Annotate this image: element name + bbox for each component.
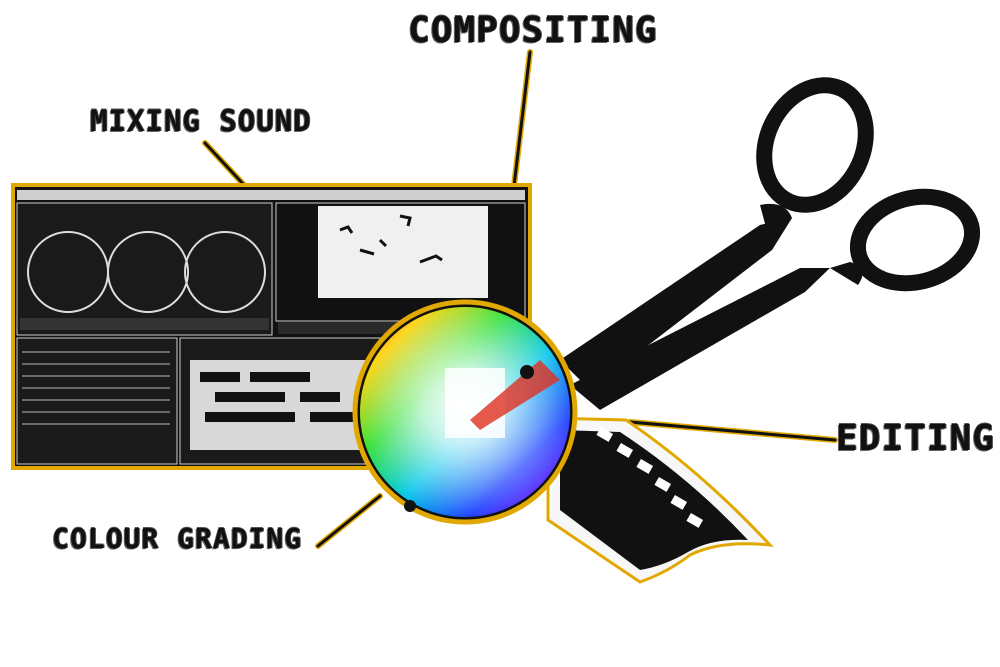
audio-controls bbox=[20, 318, 269, 330]
audio-monitor-panel bbox=[16, 202, 273, 336]
wheel-picker-dot-2 bbox=[404, 500, 416, 512]
colour-wheel-icon bbox=[352, 299, 578, 525]
label-compositing: COMPOSITING bbox=[408, 10, 658, 51]
scissors-icon bbox=[560, 77, 981, 410]
film-perforations bbox=[596, 427, 704, 528]
wheel-picker-dot bbox=[520, 365, 534, 379]
label-colour-grading: COLOUR GRADING bbox=[52, 522, 303, 555]
label-editing: EDITING bbox=[836, 418, 995, 459]
compositing-leader-ink bbox=[512, 50, 532, 188]
editor-title-bar bbox=[17, 190, 525, 200]
audio-meter-circle-2 bbox=[107, 231, 189, 313]
audio-meter-circle-3 bbox=[184, 231, 266, 313]
scissors-upper-handle bbox=[756, 77, 874, 213]
leader-lines bbox=[202, 49, 838, 549]
label-mixing-sound: MIXING SOUND bbox=[90, 104, 312, 138]
program-monitor-image bbox=[318, 206, 488, 298]
film-strip-icon bbox=[546, 416, 774, 584]
colour-leader-ink bbox=[316, 494, 382, 548]
project-panel bbox=[16, 337, 178, 465]
scissors-lower-handle bbox=[849, 188, 981, 292]
mixing-leader-ink bbox=[203, 141, 247, 188]
editing-leader-ink bbox=[628, 420, 837, 442]
